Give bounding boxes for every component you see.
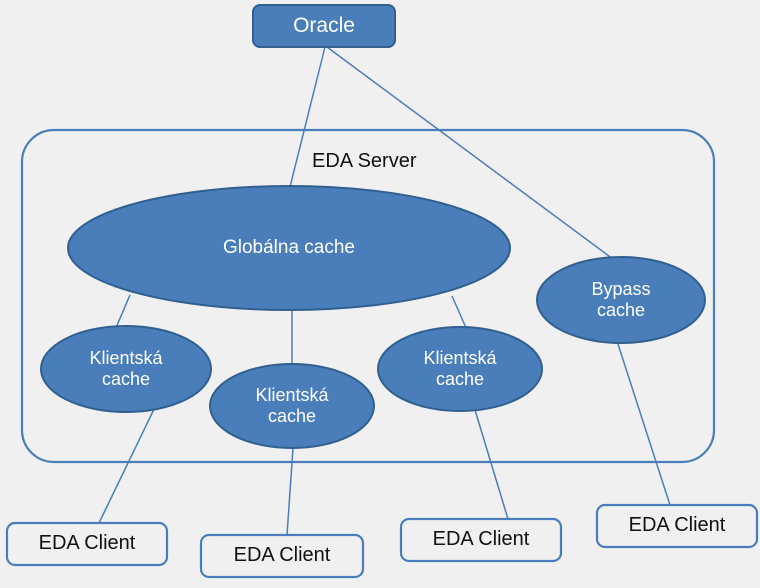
connector-global-cache-to-klient-cache-3 bbox=[451, 295, 468, 331]
connector-klient-cache-2-to-eda-client-2 bbox=[286, 447, 294, 536]
connector-global-cache-to-klient-cache-1 bbox=[114, 294, 131, 331]
node-shape-eda-client-1[interactable] bbox=[5, 521, 169, 567]
node-shape-eda-client-3[interactable] bbox=[399, 517, 563, 563]
connector-oracle-to-bypass-cache bbox=[326, 46, 618, 263]
node-shape-eda-client-4[interactable] bbox=[595, 503, 759, 549]
connector-oracle-to-global-cache bbox=[289, 46, 326, 188]
node-shape-klient-cache-3[interactable] bbox=[377, 326, 543, 412]
node-shape-klient-cache-2[interactable] bbox=[209, 363, 375, 449]
node-shape-klient-cache-1[interactable] bbox=[40, 325, 212, 413]
connector-klient-cache-1-to-eda-client-1 bbox=[98, 402, 158, 524]
connector-layer bbox=[98, 46, 671, 536]
eda-server-title: EDA Server bbox=[312, 150, 417, 172]
node-shape-bypass-cache[interactable] bbox=[536, 256, 706, 344]
node-shape-layer bbox=[5, 4, 759, 579]
node-shape-eda-client-2[interactable] bbox=[199, 533, 365, 579]
node-shape-oracle[interactable] bbox=[252, 4, 396, 48]
connector-bypass-cache-to-eda-client-4 bbox=[616, 340, 671, 506]
node-shape-global-cache[interactable] bbox=[67, 185, 511, 311]
connector-klient-cache-3-to-eda-client-3 bbox=[474, 409, 509, 520]
